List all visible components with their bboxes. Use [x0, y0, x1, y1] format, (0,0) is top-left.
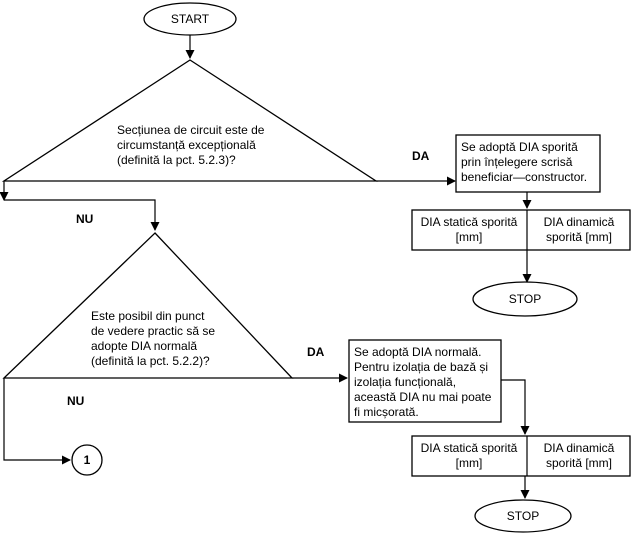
decision2-line-2: de vedere practic să se [91, 324, 215, 338]
connector-1: 1 [71, 444, 103, 476]
stop1-label: STOP [509, 292, 541, 306]
table1-left-line-2: [mm] [456, 230, 483, 244]
table2-left-line-2: [mm] [456, 456, 483, 470]
start-label: START [171, 12, 210, 26]
decision2-diamond: Este posibil din punct de vedere practic… [2, 232, 294, 379]
arrow-decision2-no-to-connector [3, 378, 71, 465]
stop1-terminator: STOP [472, 281, 578, 317]
connector-label: 1 [84, 453, 91, 467]
decision2-line-4: (definită la pct. 5.2.2)? [91, 354, 210, 368]
process1-line-1: Se adoptă DIA sporită [461, 140, 578, 154]
table1-left-line-1: DIA statică sporită [421, 215, 518, 229]
decision1-line-2: circumstanță excepțională [117, 138, 256, 152]
process2-line-4: această DIA nu mai poate [354, 390, 492, 404]
decision2-yes-label: DA [307, 345, 325, 359]
process1-line-2: prin înțelegere scrisă [461, 155, 573, 169]
process1-box: Se adoptă DIA sporită prin înțelegere sc… [455, 134, 601, 193]
stop2-label: STOP [507, 509, 539, 523]
arrow-decision1-no-to-decision2 [4, 199, 160, 231]
process2-line-5: fi micșorată. [354, 405, 419, 419]
process2-line-2: Pentru izolația de bază și [354, 360, 488, 374]
start-terminator: START [143, 2, 237, 36]
process2-box: Se adoptă DIA normală. Pentru izolația d… [348, 339, 502, 423]
process2-line-3: izolația funcțională, [354, 375, 456, 389]
table1-right-line-2: sporită [mm] [546, 230, 612, 244]
table1-right-line-1: DIA dinamică [544, 215, 615, 229]
decision1-no-label: NU [76, 212, 93, 226]
decision1-line-3: (definită la pct. 5.2.3)? [117, 153, 236, 167]
process1-line-3: beneficiar—constructor. [461, 170, 587, 184]
decision2-line-1: Este posibil din punct [91, 309, 205, 323]
process2-output-table: DIA statică sporită [mm] DIA dinamică sp… [411, 435, 631, 477]
table2-right-line-2: sporită [mm] [546, 456, 612, 470]
decision1-line-1: Secțiunea de circuit este de [117, 123, 265, 137]
process2-line-1: Se adoptă DIA normală. [354, 345, 481, 359]
arrow-process2-to-table2 [501, 379, 530, 435]
decision1-yes-label: DA [412, 149, 430, 163]
decision1-diamond: Secțiunea de circuit este de circumstanț… [1, 59, 379, 182]
table2-left-line-1: DIA statică sporită [421, 441, 518, 455]
decision2-line-3: adopte DIA normală [91, 339, 197, 353]
stop2-terminator: STOP [474, 499, 572, 533]
table2-right-line-1: DIA dinamică [544, 441, 615, 455]
decision2-no-label: NU [67, 394, 84, 408]
process1-output-table: DIA statică sporită [mm] DIA dinamică sp… [411, 209, 631, 251]
